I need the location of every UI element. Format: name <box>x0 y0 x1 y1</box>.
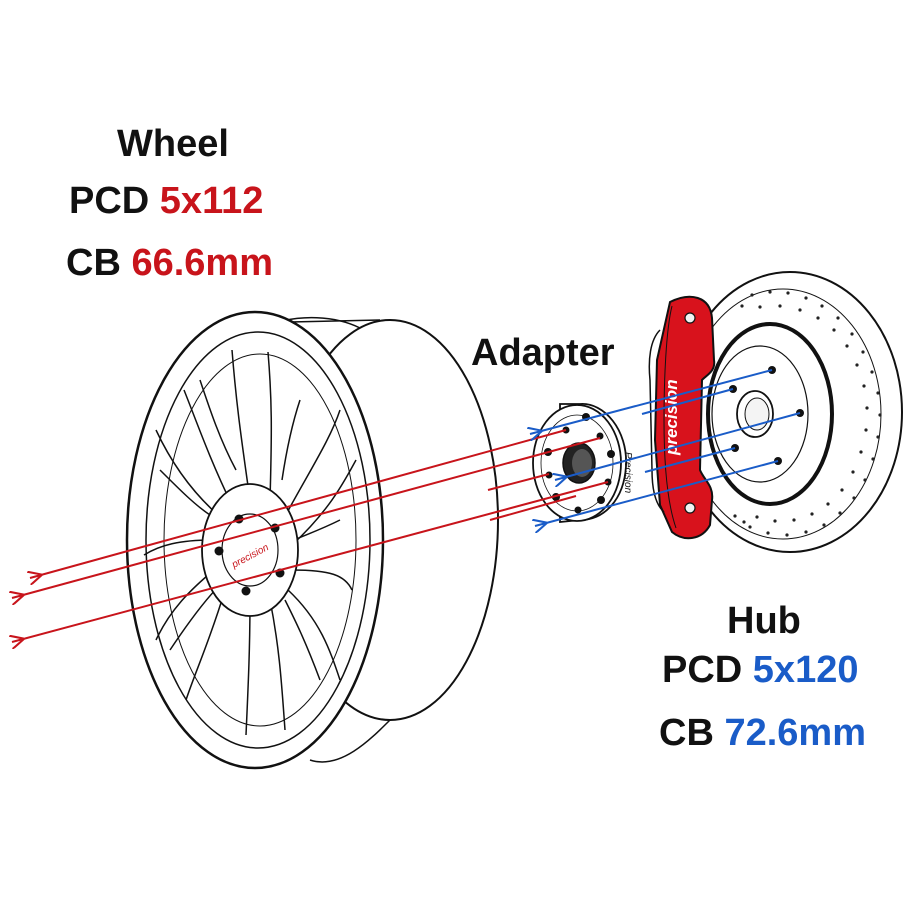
adapter-title: Adapter <box>471 332 615 374</box>
wheel-cb: CB 66.6mm <box>66 244 273 282</box>
wheel-pcd-label: PCD <box>69 180 150 222</box>
wheel-alignment-arrows <box>12 429 609 642</box>
red-arrow-4 <box>489 495 577 521</box>
disc-drill-holes <box>733 290 882 537</box>
alloy-wheel: precision <box>125 310 499 770</box>
blue-arrow-5 <box>644 447 736 473</box>
hub-pcd-label: PCD <box>662 649 743 691</box>
hub-face <box>729 366 804 465</box>
hub-title: Hub <box>727 600 801 642</box>
red-arrow-1 <box>30 429 567 578</box>
blue-arrow-3 <box>535 460 779 526</box>
brake-caliper: precision <box>648 295 716 540</box>
hub-cb-label: CB <box>659 712 714 754</box>
hub-alignment-arrows <box>530 369 801 526</box>
wheel-pcd-value: 5x112 <box>159 180 264 222</box>
blue-arrow-2 <box>555 412 801 480</box>
adapter-brand-text: Precision <box>622 452 633 494</box>
red-arrow-5 <box>487 473 550 491</box>
hub-pcd: PCD 5x120 <box>662 651 858 689</box>
wheel-cb-label: CB <box>66 242 121 284</box>
red-arrow-3 <box>12 481 609 642</box>
hub-cb: CB 72.6mm <box>659 714 866 752</box>
caliper-brand-text: precision <box>662 379 681 456</box>
blue-arrow-4 <box>641 388 734 415</box>
wheel-cb-value: 66.6mm <box>131 242 273 284</box>
hub-cb-value: 72.6mm <box>724 712 866 754</box>
red-arrow-2 <box>12 437 601 598</box>
blue-arrow-1 <box>530 369 773 434</box>
hub-pcd-value: 5x120 <box>752 649 859 691</box>
wheel-pcd: PCD 5x112 <box>69 182 263 220</box>
wheel-title: Wheel <box>117 123 229 165</box>
